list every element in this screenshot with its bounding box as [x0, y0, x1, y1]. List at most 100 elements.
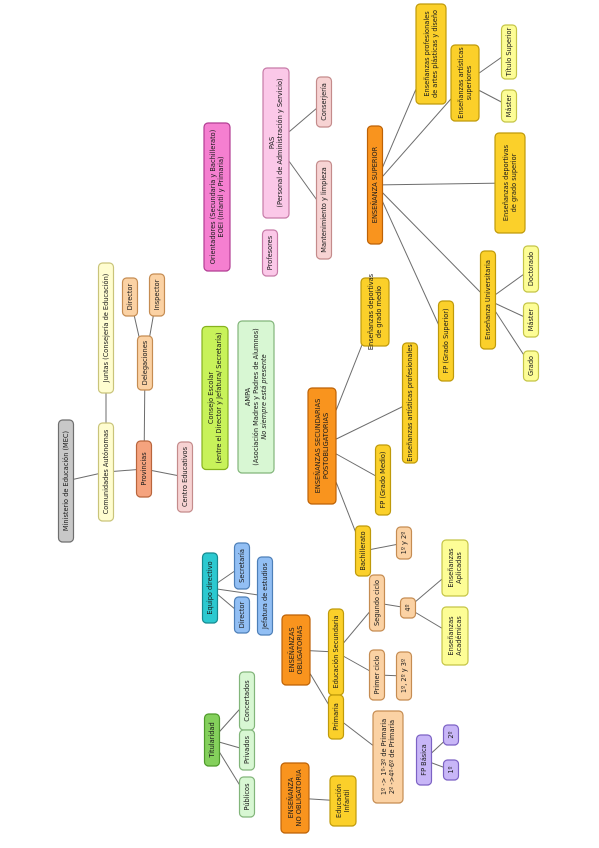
node-box [201, 552, 219, 624]
node-titularidad: Titularidad [203, 713, 221, 767]
node-label: Primaria [332, 703, 340, 730]
node-label: Doctorado [527, 252, 535, 286]
node-label: 1º -> 1º-3º de Primaria [380, 719, 388, 795]
node-provincias: Provincias [135, 440, 153, 498]
node-label: (Asociación Madres y Padres de Alumnos) [252, 328, 260, 465]
node-conserjeria: Conserjería [315, 76, 333, 128]
node-box [97, 262, 115, 394]
node-box [395, 651, 413, 701]
node-label: Públicos [243, 783, 251, 811]
node-label: FP (Grado Medio) [379, 452, 387, 509]
node-box [136, 335, 154, 391]
node-label: Educación [335, 784, 343, 818]
node-box [280, 762, 310, 834]
node-ens-sup: ENSEÑANZA SUPERIOR [366, 125, 384, 245]
node-box [203, 713, 221, 767]
node-label: 1º y 2º [400, 532, 408, 555]
node-director-eq: Director [233, 596, 251, 634]
node-box [522, 302, 540, 338]
node-label: de grado medio [375, 286, 383, 338]
node-box [401, 342, 419, 464]
node-box [203, 122, 231, 272]
node-label: superiores [465, 65, 473, 100]
node-box [238, 776, 256, 818]
node-secretaria: Secretaría [233, 542, 251, 590]
node-box [262, 67, 290, 219]
node-box [450, 44, 480, 122]
node-box [374, 444, 392, 516]
node-box [399, 597, 417, 619]
node-box [315, 76, 333, 128]
node-label: Enseñanzas [447, 548, 455, 588]
node-label: Privados [243, 735, 251, 764]
node-label: Consejo Escolar [207, 372, 215, 424]
node-jefatura: Jefatura de estudios [256, 556, 274, 636]
node-label: Comunidades Autónomas [102, 429, 110, 514]
node-box [354, 525, 372, 577]
edge-sec_post-to-ens_art_prof [321, 402, 411, 447]
node-box [233, 542, 251, 590]
node-label: Director [238, 601, 246, 628]
node-label: ENSEÑANZAS [287, 627, 296, 672]
node-label: FP Básica [420, 744, 428, 775]
edge-ens_sup-to-fp_superior [374, 184, 447, 342]
node-box [261, 229, 279, 277]
diagram-nodes: Ministerio de Educación (MEC) Comunidades… [57, 3, 540, 834]
node-label: Bachillerato [359, 531, 367, 570]
node-box [522, 350, 540, 382]
node-fp-basica: FP Básica [415, 734, 433, 786]
node-label: ENSEÑANZA SUPERIOR [370, 146, 379, 223]
node-label: 4º [404, 604, 412, 611]
node-bachillerato: Bachillerato [354, 525, 372, 577]
node-label: Enseñanzas deportivas [502, 144, 510, 221]
node-box [237, 320, 275, 474]
node-box [494, 132, 526, 234]
node-label: Orientadores (Secundaria y Bachillerato) [209, 130, 217, 265]
node-label: Concertados [243, 680, 251, 722]
node-label: Académicas [455, 616, 463, 656]
node-delegaciones: Delegaciones [136, 335, 154, 391]
node-box [148, 273, 166, 317]
node-juntas: Juntas (Consejería de Educación) [97, 262, 115, 394]
node-doctorado: Doctorado [522, 245, 540, 293]
node-titulo-sup: Título Superior [500, 24, 518, 80]
node-orientadores: Orientadores (Secundaria y Bachillerato)… [203, 122, 231, 272]
node-equipo: Equipo directivo [201, 552, 219, 624]
node-p123: 1º, 2º y 3º [395, 651, 413, 701]
node-label: Enseñanza Universitaria [484, 260, 492, 340]
node-label: AMPA [244, 387, 252, 406]
node-label: Provincias [140, 452, 148, 486]
node-label: Máster [505, 94, 513, 117]
node-box [442, 759, 460, 781]
node-label: Secretaría [238, 549, 246, 583]
node-pas: PAS(Personal de Administración y Servici… [262, 67, 290, 219]
node-universitaria: Enseñanza Universitaria [479, 250, 497, 350]
node-box [437, 300, 455, 382]
node-label: Juntas (Consejería de Educación) [102, 274, 110, 384]
node-label: Mantenimiento y limpieza [320, 167, 328, 252]
node-label: EOEI (Infantil y Primaria) [217, 156, 225, 237]
node-label: Educación Secundaria [332, 616, 340, 689]
node-fp-superior: FP (Grado Superior) [437, 300, 455, 382]
node-label: Delegaciones [141, 340, 149, 385]
node-label: 1º [447, 766, 455, 773]
node-label: Ministerio de Educación (MEC) [62, 431, 70, 531]
node-box [329, 775, 357, 827]
node-label: Conserjería [320, 83, 328, 121]
node-fp-medio: FP (Grado Medio) [374, 444, 392, 516]
node-box [135, 440, 153, 498]
node-label: Enseñanzas artísticas [457, 47, 465, 119]
edge-ens_sup-to-ens_art_sup [374, 82, 466, 186]
node-box [441, 539, 469, 597]
node-master-uni: Máster [522, 302, 540, 338]
node-box [57, 419, 75, 543]
node-primer-ciclo: Primer ciclo [368, 649, 386, 701]
